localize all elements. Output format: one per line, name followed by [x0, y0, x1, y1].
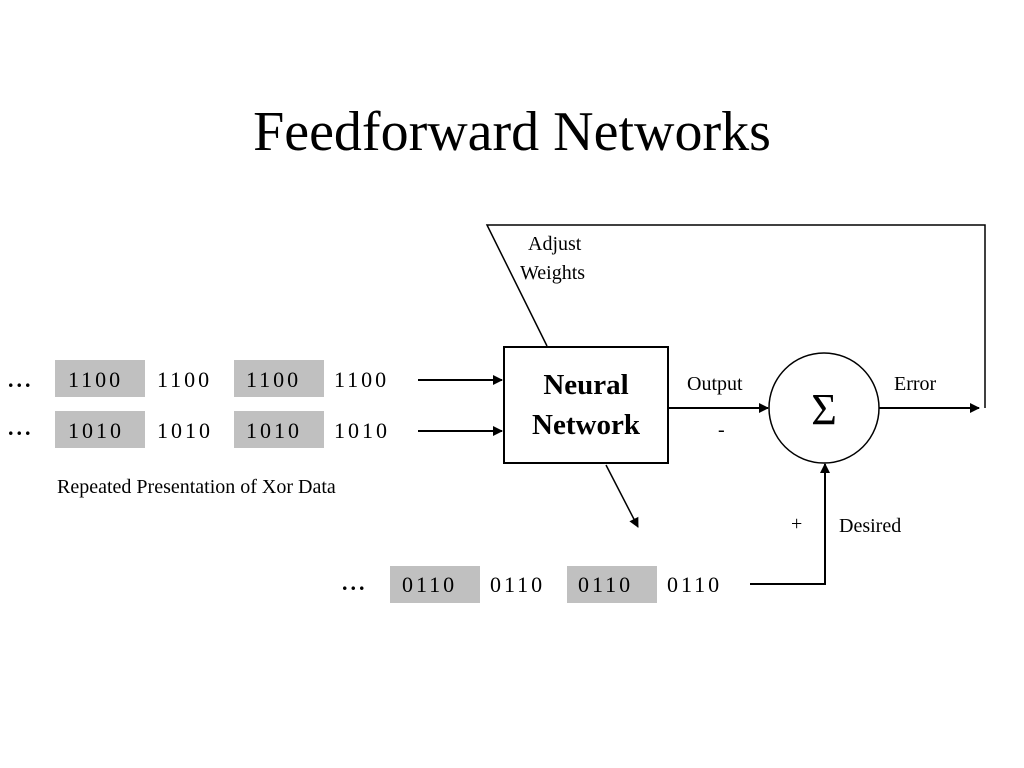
caption: Repeated Presentation of Xor Data	[57, 476, 336, 498]
desired-arrow	[750, 463, 830, 585]
input-row-1-bits-2: 1100	[157, 367, 212, 392]
desired-row-bits-3: 0110	[578, 572, 633, 597]
output-label: Output	[687, 373, 743, 395]
adjust-weights-line1: Adjust	[528, 233, 582, 255]
box-label-line1: Neural	[543, 369, 628, 401]
input-row-1-ellipsis: ...	[8, 367, 34, 392]
input-row-2-bits-3: 1010	[246, 418, 302, 443]
desired-row-bits-2: 0110	[490, 572, 545, 597]
feedback-loop	[485, 224, 986, 408]
desired-row-highlight-2	[567, 566, 657, 603]
input-row-2-bits-2: 1010	[157, 418, 213, 443]
box-label-line2: Network	[532, 409, 641, 441]
plus-sign: +	[791, 513, 802, 535]
input-row-2-ellipsis: ...	[8, 415, 34, 440]
adjust-weights-line2: Weights	[520, 262, 585, 284]
input-row-1-bits-1: 1100	[68, 367, 123, 392]
input-row-1-bits-3: 1100	[246, 367, 301, 392]
neural-network-box	[503, 346, 669, 464]
input-row-2-bits-1: 1010	[68, 418, 124, 443]
input-row-1-bits-4: 1100	[334, 367, 389, 392]
sigma-symbol: Σ	[811, 385, 837, 434]
input-row-2-highlight-1	[55, 411, 145, 448]
slide-title: Feedforward Networks	[253, 101, 771, 163]
desired-row-ellipsis: ...	[342, 570, 368, 595]
desired-row-highlight-1	[390, 566, 480, 603]
input-row-1-highlight-2	[234, 360, 324, 397]
input-row-1-highlight-1	[55, 360, 145, 397]
diagonal-output-arrow	[605, 464, 639, 528]
desired-label: Desired	[839, 515, 901, 537]
error-label: Error	[894, 373, 937, 395]
desired-row-bits-1: 0110	[402, 572, 457, 597]
desired-row-bits-4: 0110	[667, 572, 722, 597]
input-row-2-bits-4: 1010	[334, 418, 390, 443]
input-row-2-highlight-2	[234, 411, 324, 448]
minus-sign: -	[718, 419, 725, 441]
